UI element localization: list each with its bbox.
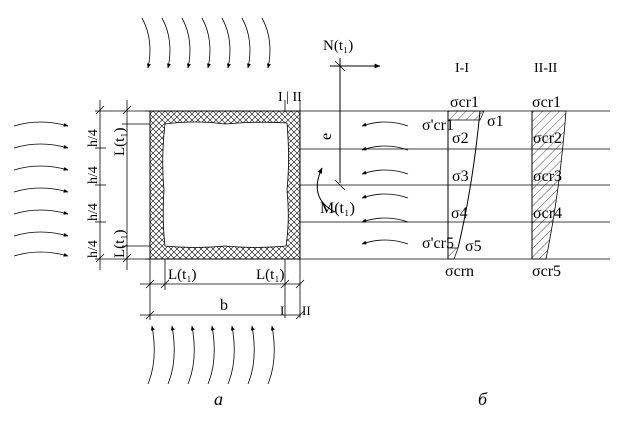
L-bottom-right-dim: L(t₁): [256, 267, 285, 283]
stress-diagram-II: [531, 110, 567, 260]
section-marks: [284, 100, 301, 318]
top-heat-arrows: [141, 17, 271, 69]
axial-force-label: N(t₁): [323, 38, 353, 54]
sigma-prime-cr5: σ'cr5: [422, 235, 454, 252]
section-II-title: II-II: [534, 61, 558, 76]
column-section: [149, 110, 301, 260]
sigma-cr3: σcr3: [533, 168, 562, 185]
h4-label-1: h/4: [86, 129, 101, 147]
bottom-dimensions: [140, 259, 305, 320]
bottom-heat-arrows: [147, 325, 275, 385]
sigma-cr1-II: σcr1: [532, 94, 561, 111]
sigma-cr5: σcr5: [532, 263, 561, 280]
section-bottom-II-label: II: [302, 303, 311, 318]
sigma-cr1-top-I: σcr1: [450, 94, 479, 111]
sigma-prime-cr1: σ'cr1: [422, 117, 454, 134]
sigma-cr4: σcr4: [533, 205, 562, 222]
sigma-3: σ3: [452, 168, 469, 185]
h4-label-2: h/4: [86, 166, 101, 184]
sigma-2: σ2: [452, 130, 469, 147]
stress-diagram-I: [447, 110, 485, 260]
L-bottom-left-dim: L(t₁): [168, 267, 197, 283]
sigma-crn: σcrn: [445, 263, 474, 280]
load-arrows: [316, 58, 381, 213]
section-I-title: I-I: [455, 61, 469, 76]
sigma-4: σ4: [451, 205, 468, 222]
L-bottom-left-label: L(t₁): [112, 229, 128, 258]
section-bottom-I-label: I: [280, 303, 284, 318]
sigma-5: σ5: [465, 238, 482, 255]
left-heat-arrows: [13, 121, 69, 257]
sigma-1: σ1: [487, 113, 504, 130]
h4-label-3: h/4: [86, 203, 101, 221]
caption-a: а: [214, 389, 223, 409]
right-heat-arrows: [361, 121, 409, 245]
sigma-cr2: σcr2: [533, 130, 562, 147]
left-dimensions: [95, 100, 150, 270]
L-top-left-label: L(t₁): [112, 127, 128, 156]
eccentricity-label: e: [318, 133, 335, 140]
width-b-label: b: [220, 297, 228, 314]
moment-label: M(t₁): [320, 200, 355, 217]
section-top-label: I | II: [278, 90, 302, 105]
caption-b: б: [478, 389, 488, 409]
h4-label-4: h/4: [86, 240, 101, 258]
